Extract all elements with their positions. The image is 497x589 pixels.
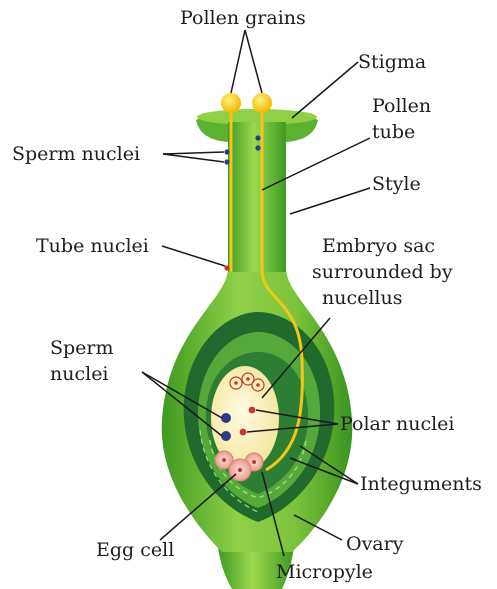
leader-pollen-grains [231,30,245,93]
sperm-nucleus [224,149,229,154]
label-sperm-nuclei-left-2: nuclei [50,363,109,385]
label-pollen-tube-1: Pollen [372,95,431,117]
leader-pollen-grains [245,30,262,93]
leader-sperm-nuclei [163,154,224,162]
label-stigma: Stigma [358,51,426,73]
label-tube-nuclei: Tube nuclei [36,235,149,257]
egg-nucleus [222,458,226,462]
leader-sperm-nuclei [163,152,224,154]
sperm-nucleus [221,431,231,441]
sperm-nucleus [224,159,229,164]
label-micropyle: Micropyle [276,561,373,583]
pollen-grain [221,93,241,113]
label-sperm-nuclei: Sperm nuclei [12,143,140,165]
antipodal-nucleus [246,377,250,381]
label-sperm-nuclei-left-1: Sperm [50,337,114,359]
leader-style [290,188,370,214]
label-embryo-sac-3: nucellus [322,287,403,309]
polar-nucleus [240,429,247,436]
label-pollen-tube-2: tube [372,121,415,143]
leader-stigma [292,62,358,118]
sperm-nucleus [255,145,260,150]
label-polar-nuclei: Polar nuclei [340,413,455,435]
pollen-grain [252,93,272,113]
label-ovary: Ovary [346,533,404,555]
egg-nucleus [252,460,256,464]
antipodal-nucleus [256,383,260,387]
sperm-nucleus [221,413,231,423]
label-embryo-sac-1: Embryo sac [322,235,435,257]
label-integuments: Integuments [360,473,482,495]
leader-tube-nuclei [162,246,225,266]
label-style: Style [372,173,421,195]
sperm-nucleus [255,135,260,140]
label-egg-cell: Egg cell [96,539,174,561]
label-embryo-sac-2: surrounded by [312,261,453,283]
label-pollen-grains: Pollen grains [180,7,306,29]
tube-nucleus [224,265,229,270]
polar-nucleus [249,407,256,414]
style [228,122,286,272]
antipodal-nucleus [234,381,238,385]
egg-nucleus [238,468,242,472]
